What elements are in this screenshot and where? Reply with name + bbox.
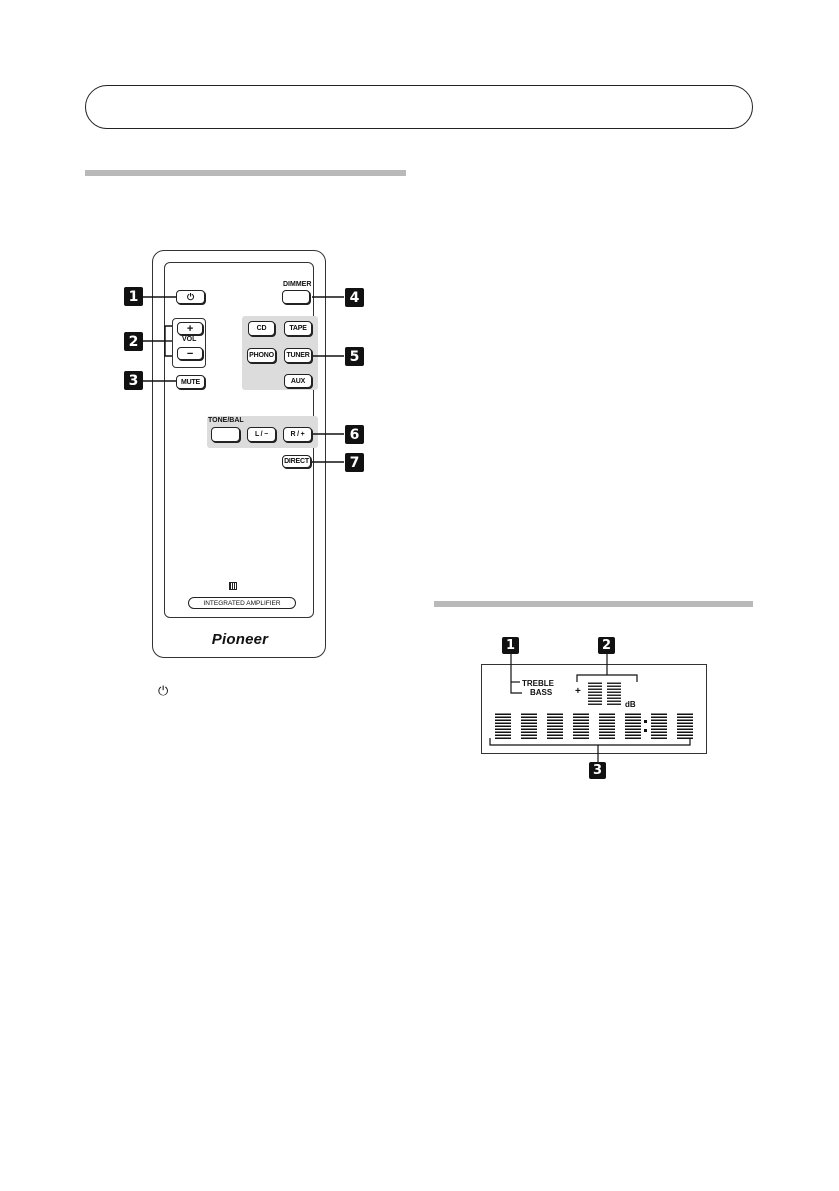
brand-logo: Pioneer [211, 631, 269, 648]
section-rule-remote [85, 170, 406, 176]
callout-7: 7 [345, 453, 364, 472]
char-digit-3 [547, 712, 563, 739]
treble-indicator: TREBLE [522, 679, 554, 688]
cd-button[interactable]: CD [248, 321, 275, 336]
ir-emitter-icon [229, 582, 237, 590]
colon-dot-top [644, 720, 647, 723]
section-title-bar [85, 85, 753, 129]
product-label: INTEGRATED AMPLIFIER [188, 597, 296, 609]
aux-button[interactable]: AUX [284, 374, 312, 388]
callout-2: 2 [124, 332, 143, 351]
mute-button[interactable]: MUTE [176, 375, 205, 389]
display-callout-3: 3 [589, 762, 606, 779]
char-digit-8 [677, 712, 693, 739]
callout-1: 1 [124, 287, 143, 306]
power-button[interactable]: ⏻ [176, 290, 205, 304]
display-callout-2: 2 [598, 637, 615, 654]
balance-right-button[interactable]: R / + [283, 427, 312, 442]
volume-group [172, 318, 206, 368]
level-digit-2 [607, 681, 621, 705]
display-window [481, 664, 707, 754]
level-digit-1 [588, 681, 602, 705]
volume-label: VOL [182, 336, 197, 343]
tone-bal-label: TONE/BAL [208, 417, 244, 424]
colon-dot-bottom [644, 729, 647, 732]
tape-button[interactable]: TAPE [284, 321, 312, 336]
db-indicator: dB [625, 700, 636, 709]
char-digit-1 [495, 712, 511, 739]
bass-indicator: BASS [530, 688, 553, 697]
char-digit-6 [625, 712, 641, 739]
char-digit-5 [599, 712, 615, 739]
section-rule-display [434, 601, 753, 607]
volume-up-button[interactable]: + [177, 322, 203, 335]
display-callout-1: 1 [502, 637, 519, 654]
char-digit-2 [521, 712, 537, 739]
volume-down-button[interactable]: − [177, 347, 203, 360]
power-symbol-caption: ⏻ [158, 684, 169, 699]
dimmer-button[interactable] [282, 290, 310, 304]
callout-4: 4 [345, 288, 364, 307]
tuner-button[interactable]: TUNER [284, 348, 312, 363]
phono-button[interactable]: PHONO [247, 348, 276, 363]
callout-6: 6 [345, 425, 364, 444]
sign-indicator: + [575, 686, 581, 697]
tone-bal-button[interactable] [211, 427, 240, 442]
char-digit-7 [651, 712, 667, 739]
callout-5: 5 [345, 347, 364, 366]
balance-left-button[interactable]: L / − [247, 427, 276, 442]
callout-3: 3 [124, 371, 143, 390]
direct-button[interactable]: DIRECT [282, 455, 311, 468]
dimmer-label: DIMMER [283, 281, 312, 288]
char-digit-4 [573, 712, 589, 739]
